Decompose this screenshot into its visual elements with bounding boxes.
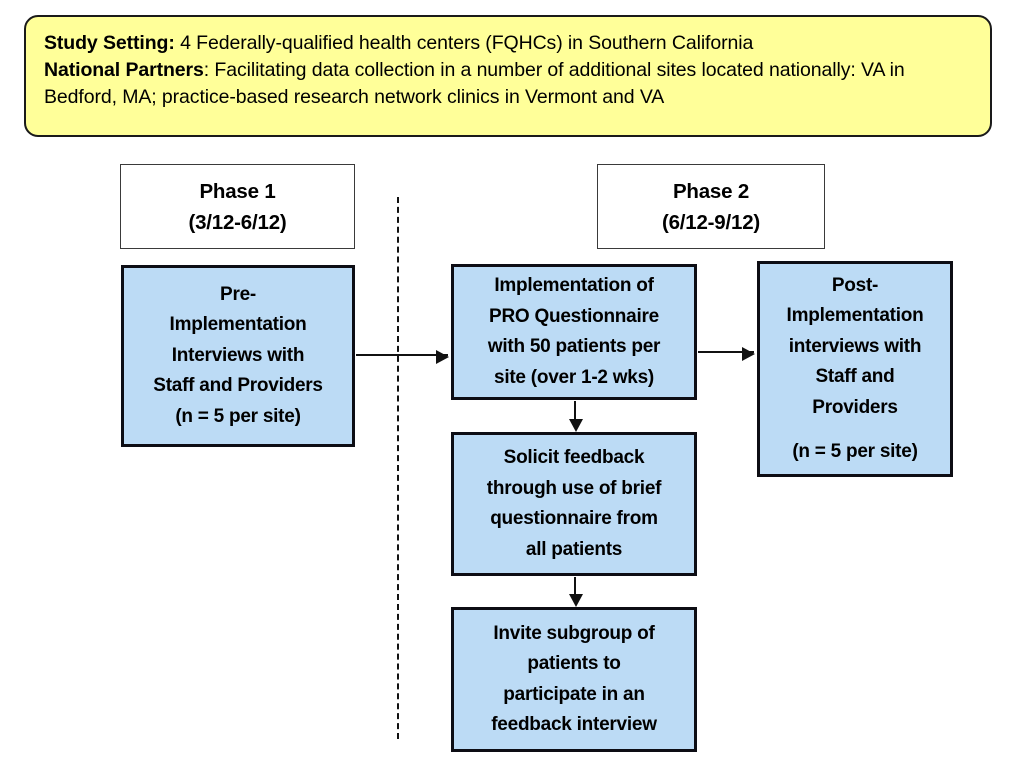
pre-implementation-line-5: (n = 5 per site) <box>175 405 301 427</box>
post-implementation-line-4: Staff and <box>815 366 895 387</box>
invite-subgroup-line-2: patients to <box>527 653 621 674</box>
phase-1-title: Phase 1 <box>199 179 276 203</box>
process-box-pre-implementation: Pre- Implementation Interviews with Staf… <box>121 265 355 447</box>
implementation-line-3: with 50 patients per <box>487 336 661 357</box>
pre-implementation-line-4: Staff and Providers <box>153 375 323 397</box>
arrow-solicit-to-invite <box>568 577 583 607</box>
banner-text-study-setting: 4 Federally-qualified health centers (FQ… <box>174 32 754 54</box>
banner-text-national-partners: : Facilitating data collection in a numb… <box>44 59 905 108</box>
implementation-line-2: PRO Questionnaire <box>489 305 659 327</box>
banner-line-study-setting: Study Setting: 4 Federally-qualified hea… <box>44 30 972 57</box>
post-implementation-line-2: Implementation <box>786 305 924 326</box>
phase-divider-dashed-line <box>397 197 399 739</box>
post-implementation-line-1: Post- <box>831 274 879 296</box>
post-implementation-line-5: Providers <box>812 396 898 418</box>
study-setting-banner: Study Setting: 4 Federally-qualified hea… <box>24 15 992 137</box>
process-box-invite-subgroup: Invite subgroup of patients to participa… <box>451 607 697 752</box>
solicit-feedback-line-1: Solicit feedback <box>503 447 645 468</box>
invite-subgroup-line-1: Invite subgroup of <box>493 622 655 644</box>
phase-2-dates: (6/12-9/12) <box>661 210 761 234</box>
solicit-feedback-line-4: all patients <box>525 538 623 560</box>
banner-line-national-partners: National Partners: Facilitating data col… <box>44 57 972 111</box>
implementation-line-1: Implementation of <box>494 275 654 296</box>
post-implementation-footer: (n = 5 per site) <box>792 441 918 462</box>
banner-lead-national-partners: National Partners <box>44 59 204 81</box>
pre-implementation-line-3: Interviews with <box>171 344 305 366</box>
arrow-implementation-to-post <box>698 346 755 361</box>
phase-1-dates: (3/12-6/12) <box>188 210 287 234</box>
post-implementation-line-3: interviews with <box>788 335 922 357</box>
solicit-feedback-line-2: through use of brief <box>486 477 662 499</box>
invite-subgroup-line-3: participate in an <box>503 683 645 705</box>
phase-2-title: Phase 2 <box>672 179 750 203</box>
pre-implementation-line-1: Pre- <box>220 283 256 305</box>
implementation-line-4: site (over 1-2 wks) <box>494 366 654 388</box>
pre-implementation-line-2: Implementation <box>169 314 307 336</box>
process-box-post-implementation: Post- Implementation interviews with Sta… <box>757 261 953 477</box>
phase-header-2: Phase 2 (6/12-9/12) <box>597 164 825 249</box>
process-box-implementation: Implementation of PRO Questionnaire with… <box>451 264 697 400</box>
arrow-implementation-to-solicit <box>568 401 583 432</box>
process-box-solicit-feedback: Solicit feedback through use of brief qu… <box>451 432 697 576</box>
solicit-feedback-line-3: questionnaire from <box>490 508 658 529</box>
invite-subgroup-line-4: feedback interview <box>491 714 657 735</box>
phase-header-1: Phase 1 (3/12-6/12) <box>120 164 355 249</box>
banner-lead-study-setting: Study Setting: <box>44 32 175 54</box>
arrow-pre-to-implementation <box>356 349 449 364</box>
